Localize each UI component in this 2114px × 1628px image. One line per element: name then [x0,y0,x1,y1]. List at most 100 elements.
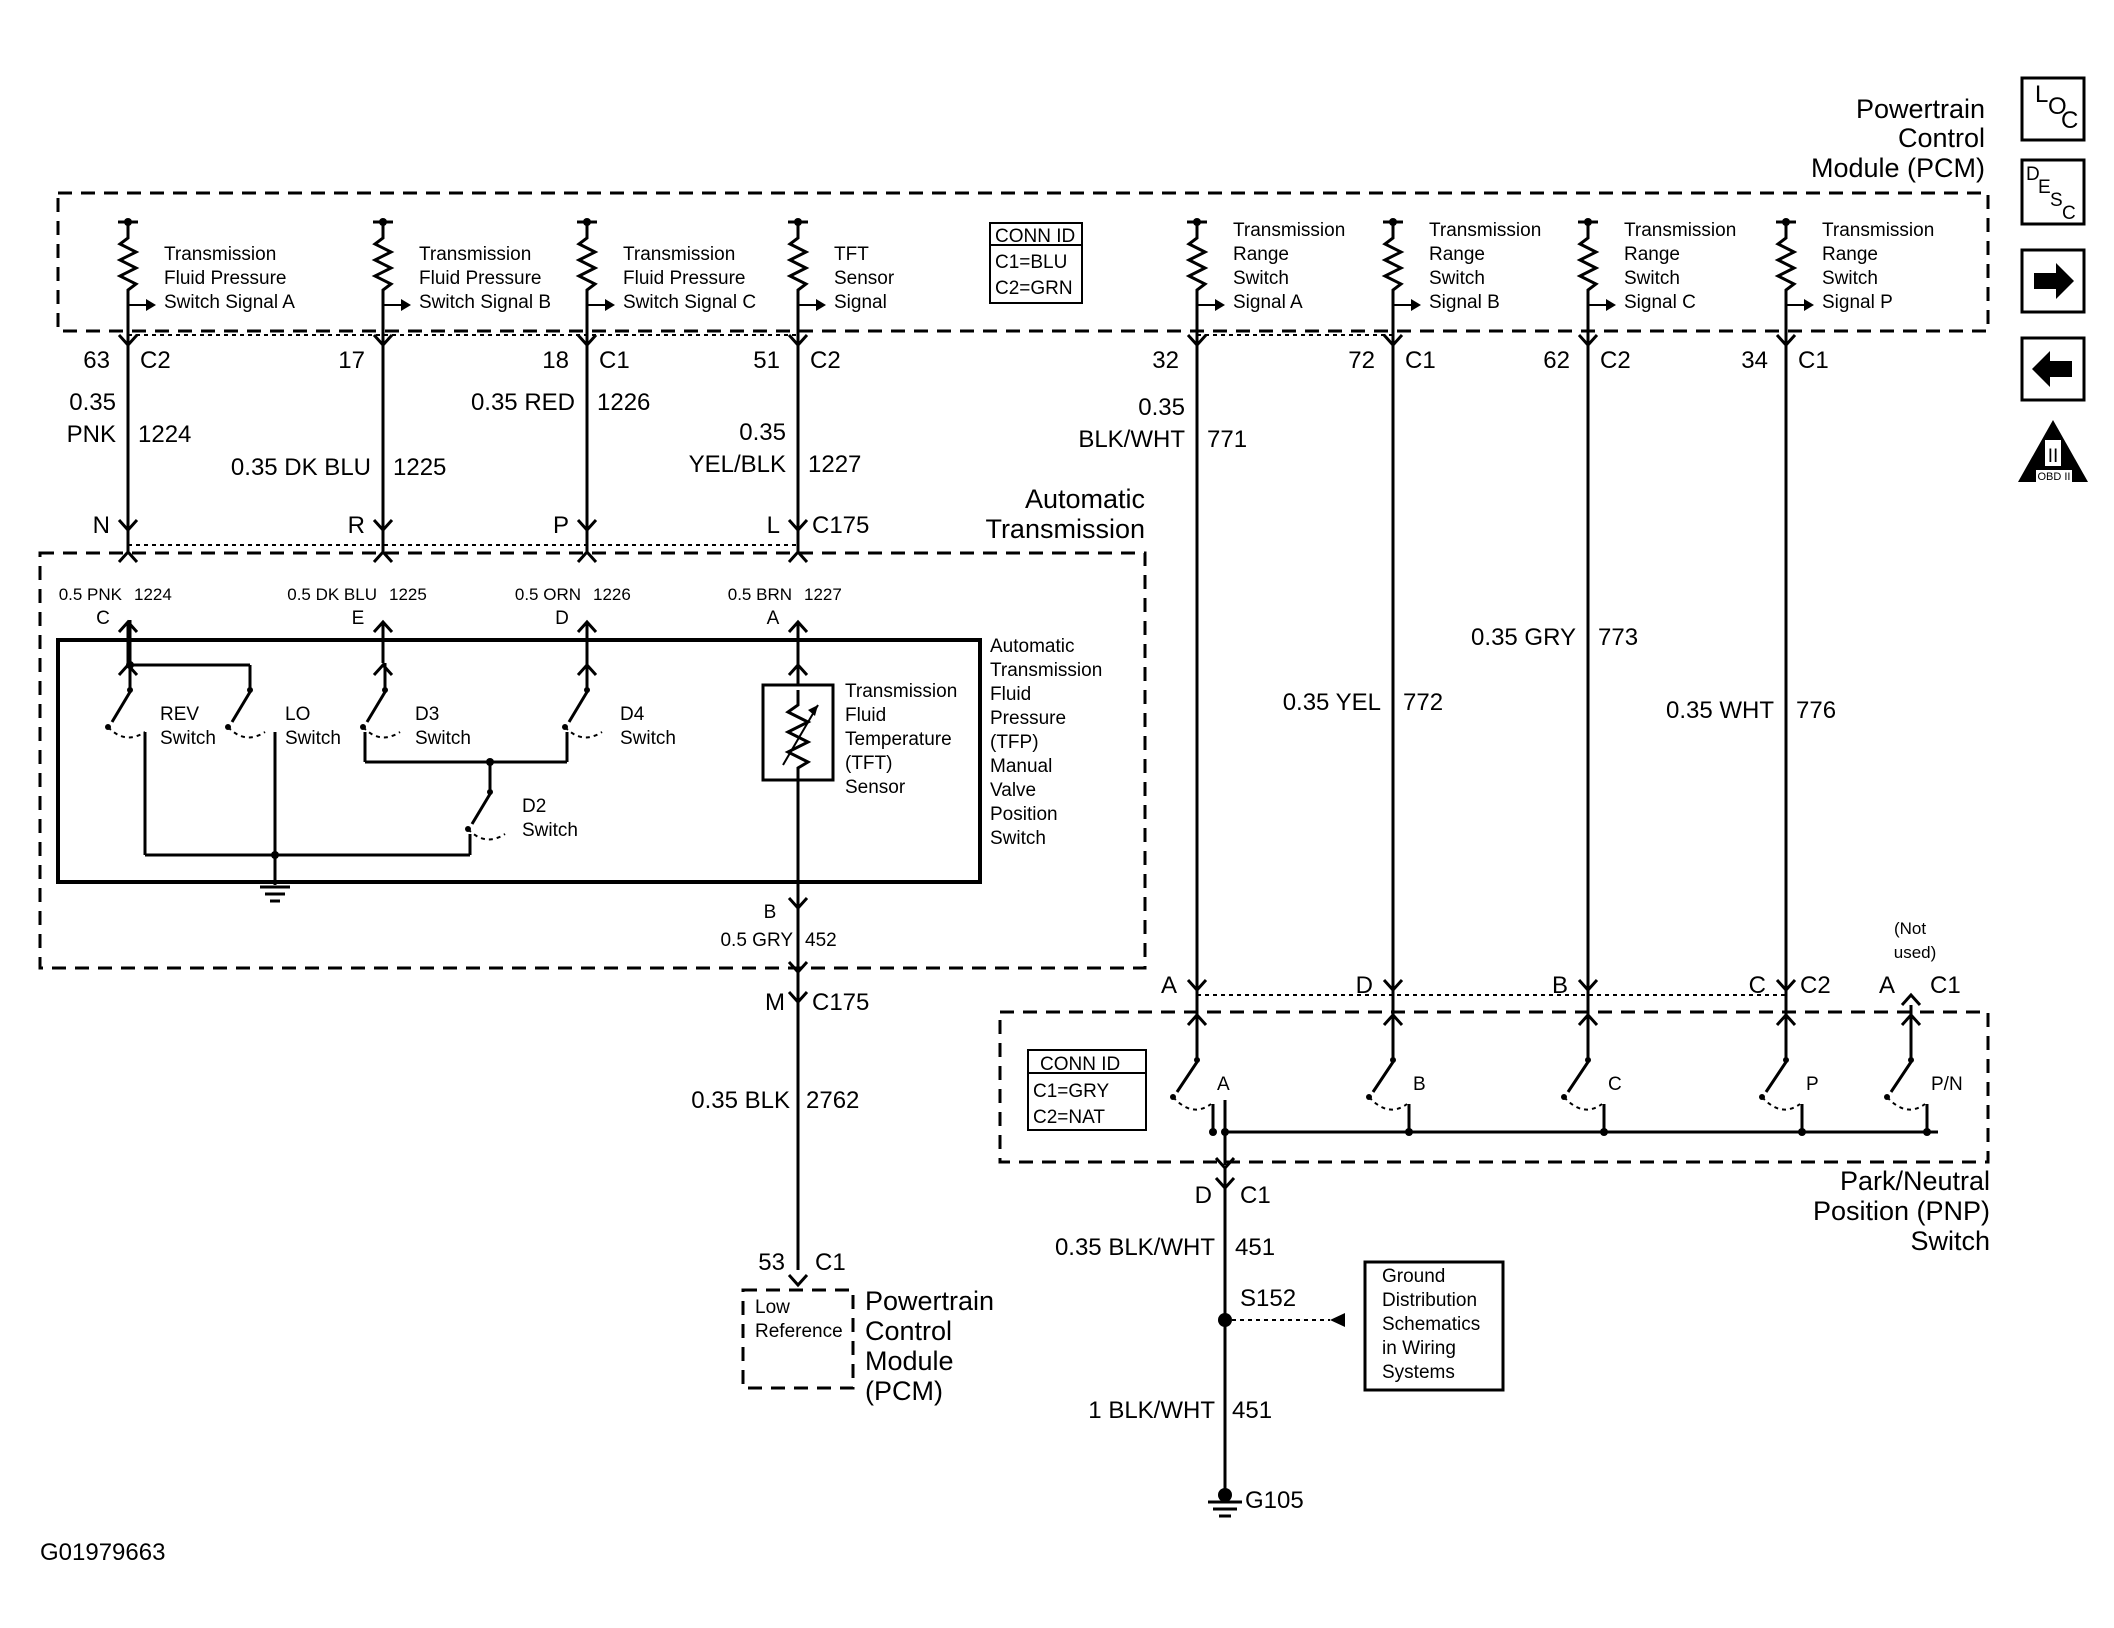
svg-text:Pressure: Pressure [990,708,1066,729]
svg-text:G105: G105 [1245,1487,1304,1514]
d2-switch-l1: D2 [522,796,546,817]
arrow-right-icon [2020,248,2086,314]
svg-text:Valve: Valve [990,780,1036,801]
svg-text:0.5 GRY: 0.5 GRY [720,930,793,951]
wire-label: 0.35 GRY [1471,624,1576,651]
resistor [575,232,599,305]
svg-text:used): used) [1894,943,1937,962]
svg-text:Transmission: Transmission [845,681,957,702]
d4-switch-l1: D4 [620,704,645,725]
pcm-circuit-label: Signal P [1822,292,1893,313]
wire-label: 0.5 PNK [59,585,123,604]
svg-text:C2=NAT: C2=NAT [1033,1107,1105,1128]
svg-text:C1: C1 [1930,972,1961,999]
circuit-number: 773 [1598,624,1638,651]
svg-text:Temperature: Temperature [845,729,952,750]
connector: C2 [1800,972,1831,999]
svg-text:A: A [1879,972,1895,999]
wire-gauge: 0.35 [69,389,116,416]
pin-number: 18 [542,347,569,374]
pcm-circuit-label: Transmission [1233,220,1345,241]
pcm-circuit-label: Fluid Pressure [419,268,542,289]
svg-text:II: II [2048,446,2059,467]
pcm-circuit-label: Range [1624,244,1680,265]
d2-switch-l2: Switch [522,820,578,841]
resistor [1576,232,1600,305]
svg-text:Systems: Systems [1382,1362,1455,1383]
connector: C2 [810,347,841,374]
svg-text:C1: C1 [815,1249,846,1276]
svg-text:Fluid: Fluid [845,705,886,726]
svg-text:S152: S152 [1240,1285,1296,1312]
wire-color: BLK/WHT [1078,426,1185,453]
pcm-circuit-label: Signal A [1233,292,1303,313]
svg-text:CONN ID: CONN ID [1040,1054,1120,1075]
pin-number: 34 [1741,347,1768,374]
pcm-circuit-label: Switch Signal A [164,292,295,313]
svg-text:Fluid: Fluid [990,684,1031,705]
desc-icon: D E S C [2020,158,2086,226]
svg-text:53: 53 [758,1249,785,1276]
pcm-circuit-label: Signal B [1429,292,1500,313]
pnp-switch-label: A [1217,1074,1230,1095]
svg-text:C1: C1 [1240,1182,1271,1209]
svg-text:L: L [2035,81,2048,108]
d3-switch-l1: D3 [415,704,439,725]
resistor [116,232,140,305]
pcm-circuit-label: Switch [1429,268,1485,289]
connector-letter: C [1749,972,1766,999]
resistor [371,232,395,305]
lo-switch-l1: LO [285,704,310,725]
circuit-number: 776 [1796,697,1836,724]
svg-text:C: C [2062,203,2076,224]
svg-text:Switch: Switch [990,828,1046,849]
wire-gauge: 0.35 [739,419,786,446]
pcm-circuit-label: Switch Signal B [419,292,551,313]
lo-switch-l2: Switch [285,728,341,749]
connector-letter: N [93,512,110,539]
connector-letter: P [553,512,569,539]
svg-text:Automatic: Automatic [990,636,1074,657]
resistor [1185,232,1209,305]
rev-switch-l1: REV [160,704,199,725]
pnp-title-1: Park/Neutral [1840,1166,1990,1196]
d4-switch-l2: Switch [620,728,676,749]
connector-letter: E [352,608,365,629]
svg-text:(TFP): (TFP) [990,732,1039,753]
resistor [1381,232,1405,305]
svg-text:451: 451 [1235,1234,1275,1261]
connector: C1 [1405,347,1436,374]
figure-id: G01979663 [40,1539,165,1566]
pnp-conn-id-box [1027,1049,1147,1131]
connector-letter: L [767,512,780,539]
pin-number: 51 [753,347,780,374]
svg-text:Position: Position [990,804,1058,825]
circuit-number: 1226 [597,389,650,416]
circuit-number: 1225 [393,454,446,481]
wire-label: 0.5 ORN [515,585,581,604]
tft-sensor: Transmission Fluid Temperature (TFT) Sen… [761,640,957,895]
wire-label: 0.5 BRN [728,585,792,604]
connector: C175 [812,512,869,539]
pcm-circuit-label: Transmission [1624,220,1736,241]
circuit-number: 1226 [593,585,631,604]
pcm-circuit-label: Transmission [419,244,531,265]
pnp-switch-label: B [1413,1074,1426,1095]
svg-text:Control: Control [865,1316,952,1346]
svg-text:C175: C175 [812,989,869,1016]
connector-letter: C [96,608,110,629]
connector: C1 [599,347,630,374]
pcm-circuit-label: Transmission [164,244,276,265]
pcm-title-3: Module (PCM) [1811,153,1985,183]
at-box [38,551,1147,970]
wire-color: YEL/BLK [689,451,786,478]
wire-gauge: 0.35 [1138,394,1185,421]
tfp-label: Automatic Transmission Fluid Pressure (T… [990,636,1102,849]
circuit-number: 771 [1207,426,1247,453]
svg-text:Sensor: Sensor [845,777,906,798]
svg-text:O: O [2048,93,2067,120]
pin-number: 62 [1543,347,1570,374]
pcm-circuit-label: Transmission [1429,220,1541,241]
